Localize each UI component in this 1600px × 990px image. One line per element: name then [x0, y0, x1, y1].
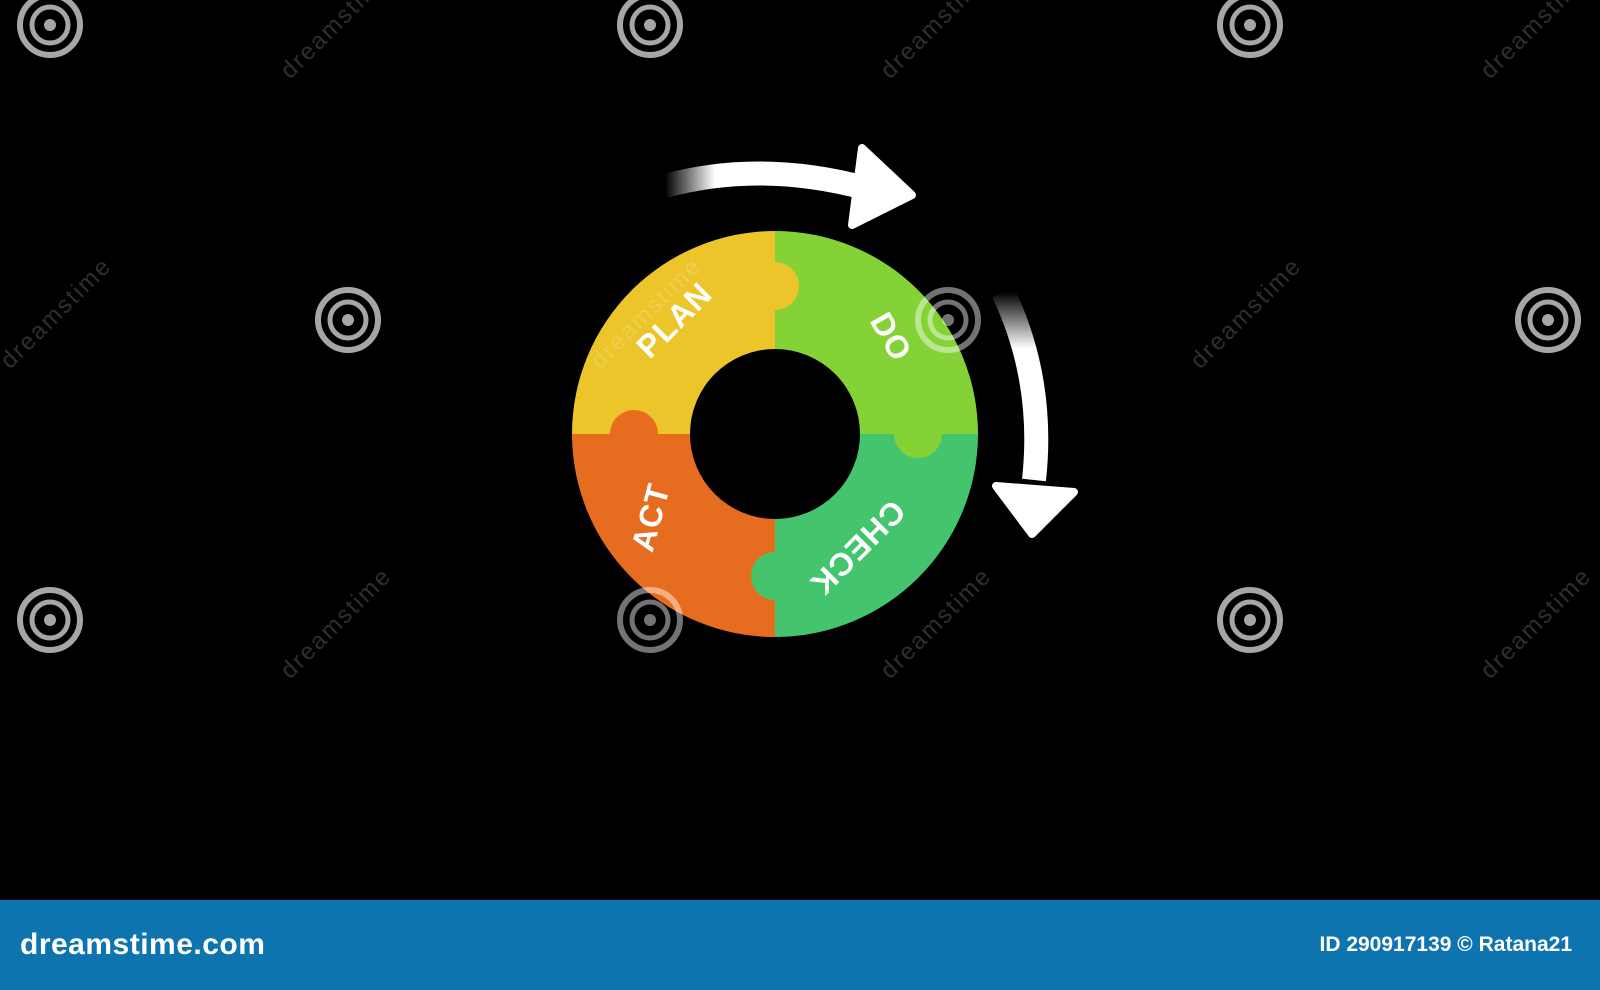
check-segment: [775, 434, 978, 637]
watermark-text: dreamstime: [275, 562, 397, 684]
spiral-logo-icon: [315, 287, 381, 353]
watermark-text: dreamstime: [875, 0, 997, 84]
do-segment: [775, 231, 978, 434]
do-puzzle-tab: [894, 410, 942, 458]
plan-puzzle-tab: [751, 262, 799, 310]
spiral-logo-icon: [617, 587, 683, 653]
spiral-logo-icon: [1515, 287, 1581, 353]
diagram-canvas: PLAN DO CHECK ACT dreamstime dreamstime …: [0, 0, 1597, 684]
watermark-text: dreamstime: [1475, 562, 1597, 684]
spiral-logo-icon: [1217, 587, 1283, 653]
watermark-text: dreamstime: [1475, 0, 1597, 84]
pdca-cycle-diagram: PLAN DO CHECK ACT dreamstime dreamstime …: [0, 0, 1597, 684]
clockwise-arrow-top: [661, 144, 916, 229]
act-segment: [572, 434, 775, 637]
check-puzzle-tab: [751, 552, 799, 600]
image-id: ID 290917139: [1319, 933, 1452, 956]
image-credit: ID 290917139 © Ratana21: [1319, 933, 1572, 957]
spiral-logo-icon: [17, 0, 83, 58]
stock-footer-bar: dreamstime.com ID 290917139 © Ratana21: [0, 900, 1600, 990]
watermark-text: dreamstime: [0, 252, 117, 374]
spiral-logo-icon: [1217, 0, 1283, 58]
copyright-icon: ©: [1457, 933, 1473, 956]
act-puzzle-tab: [610, 410, 658, 458]
spiral-logo-icon: [915, 287, 981, 353]
watermark-text: dreamstime: [1185, 252, 1307, 374]
spiral-logo-icon: [617, 0, 683, 58]
author-name[interactable]: Ratana21: [1478, 933, 1572, 956]
plan-segment: [572, 231, 775, 434]
watermark-text: dreamstime: [275, 0, 397, 84]
clockwise-arrow-right: [992, 286, 1078, 538]
brand-link[interactable]: dreamstime.com: [20, 928, 266, 961]
ring: [572, 231, 978, 637]
spiral-logo-icon: [17, 587, 83, 653]
